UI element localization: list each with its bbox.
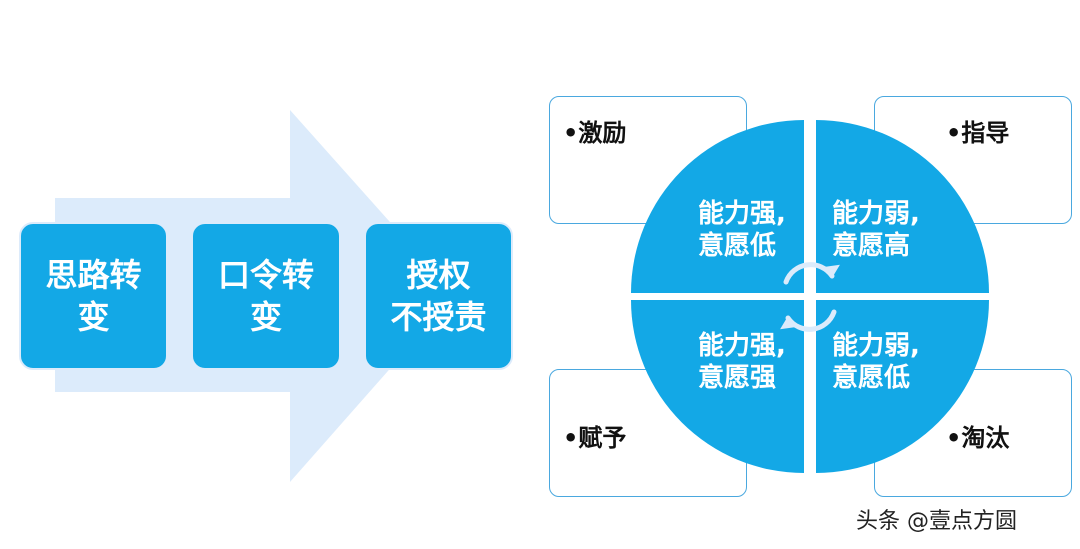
quadrant-bottom-right-shape bbox=[816, 300, 989, 473]
flow-step-2-line2: 变 bbox=[249, 298, 282, 336]
callout-top-right-label: •指导 bbox=[946, 119, 1010, 147]
quadrant-top-left: 能力强, 意愿低 bbox=[698, 198, 786, 262]
flow-step-2: 口令转 变 bbox=[191, 222, 341, 370]
flow-step-1-line1: 思路转 bbox=[45, 256, 142, 294]
quadrant-bottom-left: 能力强, 意愿强 bbox=[698, 330, 786, 394]
quadrant-bottom-right: 能力弱, 意愿低 bbox=[832, 330, 920, 394]
quadrant-bottom-left-shape bbox=[631, 300, 804, 473]
flow-step-2-line1: 口令转 bbox=[217, 256, 314, 294]
quadrant-top-right-line2: 意愿高 bbox=[832, 231, 911, 261]
flow-step-3: 授权 不授责 bbox=[364, 222, 513, 370]
flow-step-3-line2: 不授责 bbox=[390, 298, 487, 336]
quadrant-top-right-shape bbox=[816, 120, 989, 293]
flow-step-1-line2: 变 bbox=[77, 298, 110, 336]
watermark: 头条 @壹点方圆 bbox=[856, 509, 1017, 534]
quadrant-top-left-line2: 意愿低 bbox=[698, 231, 777, 261]
quadrant-top-right: 能力弱, 意愿高 bbox=[832, 198, 920, 262]
callout-bottom-right-label: •淘汰 bbox=[946, 424, 1010, 452]
quadrant-bottom-right-line1: 能力弱, bbox=[832, 331, 920, 361]
cycle-arrows-icon bbox=[780, 262, 840, 332]
quadrant-top-left-shape bbox=[631, 120, 804, 293]
flow-step-1: 思路转 变 bbox=[19, 222, 168, 370]
quadrant-bottom-right-line2: 意愿低 bbox=[832, 363, 911, 393]
quadrant-bottom-left-line2: 意愿强 bbox=[698, 363, 777, 393]
quadrant-top-left-line1: 能力强, bbox=[698, 199, 786, 229]
callout-bottom-left-label: •赋予 bbox=[563, 424, 627, 452]
quadrant-bottom-left-line1: 能力强, bbox=[698, 331, 786, 361]
callout-top-left-label: •激励 bbox=[563, 119, 627, 147]
flow-step-3-line1: 授权 bbox=[406, 256, 471, 294]
quadrant-top-right-line1: 能力弱, bbox=[832, 199, 920, 229]
